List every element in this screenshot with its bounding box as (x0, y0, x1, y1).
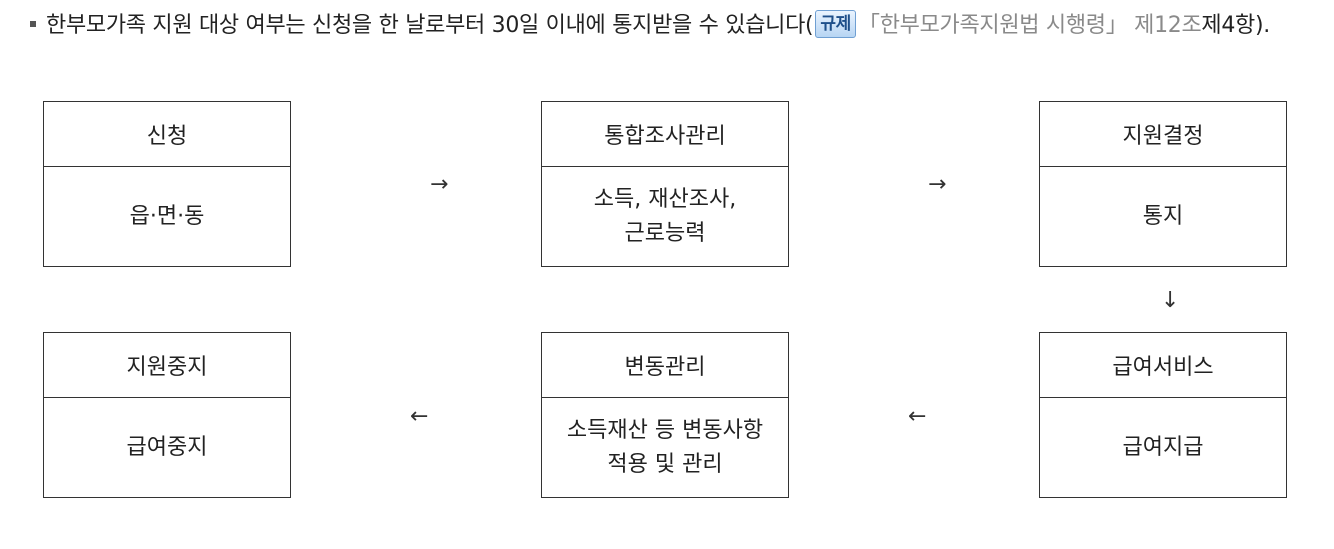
flow-box-title: 신청 (44, 102, 290, 167)
flow-box-benefit-service: 급여서비스 급여지급 (1039, 332, 1287, 498)
left-arrow-icon: ← (410, 404, 429, 429)
intro-paragraph: 한부모가족 지원 대상 여부는 신청을 한 날로부터 30일 이내에 통지받을 … (30, 8, 1320, 43)
flow-box-title: 지원결정 (1040, 102, 1286, 167)
flow-box-content: 급여지급 (1122, 435, 1204, 460)
flow-box-change-management: 변동관리 소득재산 등 변동사항 적용 및 관리 (541, 332, 789, 498)
flow-box-apply: 신청 읍·면·동 (43, 101, 291, 267)
flow-box-title: 급여서비스 (1040, 333, 1286, 398)
regulation-badge-button[interactable]: 규제 (815, 10, 857, 38)
flow-box-title: 변동관리 (542, 333, 788, 398)
right-arrow-icon: → (928, 172, 947, 197)
law-reference-link[interactable]: 「한부모가족지원법 시행령」 제12조 (858, 13, 1202, 38)
intro-tail: 제4항). (1201, 13, 1270, 38)
flow-box-content: 소득재산 등 변동사항 적용 및 관리 (566, 418, 764, 477)
flow-box-content: 통지 (1142, 204, 1184, 229)
flow-box-content: 읍·면·동 (129, 204, 205, 229)
right-arrow-icon: → (430, 172, 449, 197)
down-arrow-icon: ↓ (1161, 288, 1180, 313)
flow-box-content: 소득, 재산조사, 근로능력 (593, 187, 737, 246)
flow-box-decision: 지원결정 통지 (1039, 101, 1287, 267)
left-arrow-icon: ← (908, 404, 927, 429)
flow-box-investigation: 통합조사관리 소득, 재산조사, 근로능력 (541, 101, 789, 267)
flow-box-content: 급여중지 (126, 435, 208, 460)
intro-text: 한부모가족 지원 대상 여부는 신청을 한 날로부터 30일 이내에 통지받을 … (46, 13, 814, 38)
bullet-icon (30, 21, 36, 27)
flow-box-title: 통합조사관리 (542, 102, 788, 167)
flow-box-support-stop: 지원중지 급여중지 (43, 332, 291, 498)
flow-box-title: 지원중지 (44, 333, 290, 398)
